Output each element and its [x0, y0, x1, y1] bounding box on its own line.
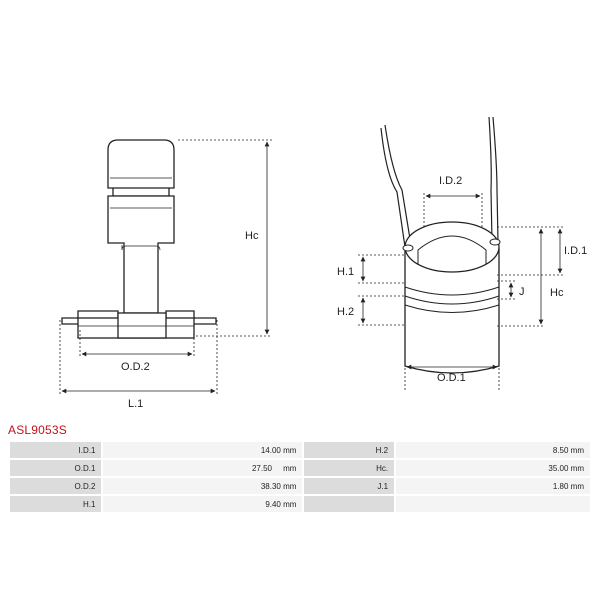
id1-label: I.D.1: [564, 245, 587, 257]
spec-label: [304, 496, 395, 512]
j-label: J: [519, 286, 525, 298]
ring-view-dimensions: [358, 193, 565, 390]
technical-drawing: Hc O.D.2 L.1: [59, 116, 587, 410]
spec-value: 1.80 mm: [396, 478, 590, 494]
table-row: O.D.1 27.50 mm Hc. 35.00 mm: [10, 460, 590, 476]
spec-label: Hc.: [304, 460, 395, 476]
spec-value: 35.00 mm: [396, 460, 590, 476]
hc-right-label: Hc: [550, 287, 564, 299]
part-number: ASL9053S: [8, 423, 67, 437]
spec-label: J.1: [304, 478, 395, 494]
od1-label: O.D.1: [437, 372, 466, 384]
spec-value: 9.40 mm: [103, 496, 303, 512]
spec-value: 38.30 mm: [103, 478, 303, 494]
table-row: I.D.1 14.00 mm H.2 8.50 mm: [10, 442, 590, 458]
spec-label: O.D.1: [10, 460, 102, 476]
spec-value: 27.50 mm: [103, 460, 303, 476]
table-row: O.D.2 38.30 mm J.1 1.80 mm: [10, 478, 590, 494]
side-view: [61, 139, 217, 339]
spec-label: I.D.1: [10, 442, 102, 458]
table-row: H.1 9.40 mm: [10, 496, 590, 512]
h2-label: H.2: [337, 306, 354, 318]
spec-label: H.2: [304, 442, 395, 458]
spec-value: 14.00 mm: [103, 442, 303, 458]
ring-view: [380, 116, 501, 374]
hc-left-label: Hc: [245, 230, 259, 242]
l1-label: L.1: [128, 398, 143, 410]
spec-value: 8.50 mm: [396, 442, 590, 458]
h1-label: H.1: [337, 266, 354, 278]
spec-value: [396, 496, 590, 512]
id2-label: I.D.2: [439, 175, 462, 187]
side-view-dimensions: [59, 139, 272, 396]
spec-label: O.D.2: [10, 478, 102, 494]
spec-table: I.D.1 14.00 mm H.2 8.50 mm O.D.1 27.50 m…: [8, 440, 592, 514]
od2-label: O.D.2: [121, 361, 150, 373]
spec-label: H.1: [10, 496, 102, 512]
